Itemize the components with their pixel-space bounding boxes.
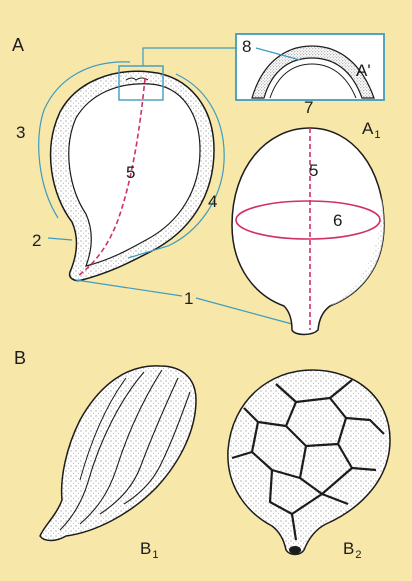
- leader-2: [47, 237, 73, 241]
- label-3: 3: [16, 123, 26, 142]
- panel-label-b1: B1: [140, 540, 158, 561]
- leader-1-right: [195, 297, 293, 325]
- panel-label-b2: B2: [343, 540, 361, 561]
- panel-label-b1-sub: 1: [152, 549, 159, 561]
- detail-coat-outer: [251, 45, 375, 99]
- detail-inner-line: [269, 63, 357, 99]
- magnify-box-small: [118, 65, 164, 101]
- label-6: 6: [333, 211, 343, 230]
- label-1: 1: [184, 289, 194, 308]
- label-5-section: 5: [126, 163, 136, 182]
- reticulate-seed-icon: [227, 369, 391, 556]
- panel-label-b: B: [14, 348, 27, 368]
- panel-label-b2-main: B: [343, 539, 355, 558]
- panel-label-a1: A1: [362, 120, 380, 141]
- leader-8: [255, 47, 301, 61]
- magnify-connector: [142, 47, 236, 66]
- panel-label-a1-sub: 1: [374, 129, 381, 141]
- bracket-4: [127, 73, 225, 259]
- label-4: 4: [208, 192, 218, 211]
- label-2: 2: [32, 231, 42, 250]
- panel-label-b2-sub: 2: [355, 549, 362, 561]
- a1-outline: [231, 127, 385, 336]
- seed-outer-view-icon: [231, 127, 385, 336]
- leader-1-left: [75, 279, 183, 297]
- seed-longitudinal-section-icon: [38, 61, 293, 325]
- bracket-3: [38, 61, 131, 219]
- equator-6: [235, 200, 381, 240]
- ribbed-seed-icon: [39, 365, 197, 542]
- b2-outline: [227, 369, 391, 556]
- seed-coat-inner: [68, 83, 201, 267]
- panel-label-a1-main: A: [362, 119, 374, 138]
- label-7: 7: [304, 98, 314, 117]
- panel-label-a-prime: A': [356, 61, 371, 80]
- b1-outline: [39, 365, 197, 542]
- label-8: 8: [242, 37, 252, 56]
- panel-label-a: A: [12, 35, 25, 55]
- panel-label-b1-main: B: [140, 539, 152, 558]
- b2-hilum: [289, 546, 301, 554]
- label-5-outer: 5: [309, 161, 319, 180]
- detail-a-prime: [235, 33, 385, 101]
